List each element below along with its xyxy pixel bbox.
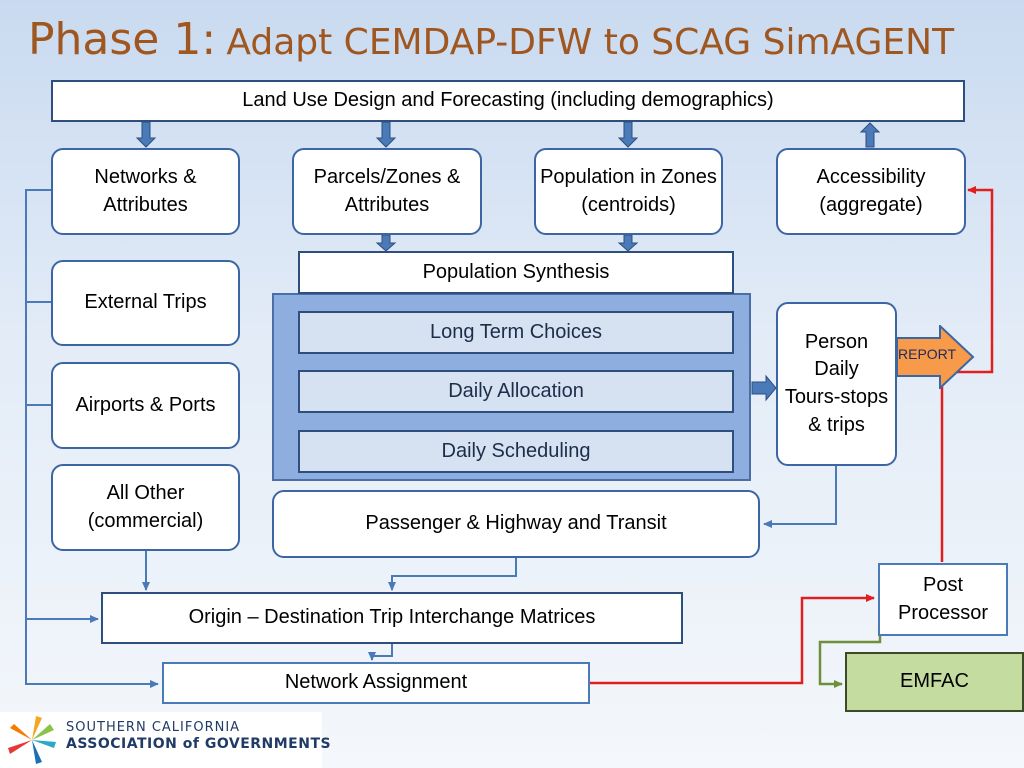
population-zones-label: Population in Zones (centroids) xyxy=(540,165,717,216)
population-synthesis-label: Population Synthesis xyxy=(422,260,610,283)
od-matrices-label: Origin – Destination Trip Interchange Ma… xyxy=(188,606,596,629)
networks-label: Networks & Attributes xyxy=(94,165,197,216)
population-synthesis-box: Population Synthesis xyxy=(298,251,734,294)
arrow-to-person-daily xyxy=(751,374,777,402)
person-daily-label: Person Daily Tours-stops & trips xyxy=(784,330,889,436)
daily-scheduling-label: Daily Scheduling xyxy=(441,439,591,462)
network-assignment-label: Network Assignment xyxy=(284,671,468,694)
airports-label: Airports & Ports xyxy=(75,393,216,416)
external-trips-label: External Trips xyxy=(84,291,207,314)
post-processor-box: Post Processor xyxy=(878,563,1008,636)
page-title: Phase 1: Adapt CEMDAP-DFW to SCAG SimAGE… xyxy=(28,14,954,65)
land-use-label: Land Use Design and Forecasting (includi… xyxy=(242,89,774,112)
scag-logo xyxy=(0,712,322,768)
parcels-box: Parcels/Zones & Attributes xyxy=(292,148,482,235)
post-processor-label: Post Processor xyxy=(897,573,989,624)
parcels-label: Parcels/Zones & Attributes xyxy=(313,165,461,216)
left-bus-lines xyxy=(25,189,837,688)
passenger-box: Passenger & Highway and Transit xyxy=(272,490,760,558)
network-assignment-box: Network Assignment xyxy=(162,662,590,704)
title-phase: Phase 1: xyxy=(28,14,217,65)
emfac-box: EMFAC xyxy=(845,652,1024,712)
title-subtitle: Adapt CEMDAP-DFW to SCAG SimAGENT xyxy=(226,22,955,63)
daily-allocation-box: Daily Allocation xyxy=(298,370,734,413)
green-line xyxy=(818,636,882,688)
all-other-label: All Other (commercial) xyxy=(87,481,204,532)
thick-arrows-land-use xyxy=(135,121,881,148)
accessibility-label: Accessibility (aggregate) xyxy=(816,165,926,216)
population-zones-box: Population in Zones (centroids) xyxy=(534,148,723,235)
land-use-box: Land Use Design and Forecasting (includi… xyxy=(51,80,965,122)
external-trips-box: External Trips xyxy=(51,260,240,346)
daily-allocation-label: Daily Allocation xyxy=(448,379,584,402)
red-lines xyxy=(590,186,994,685)
report-label: REPORT xyxy=(898,346,957,362)
scag-logo-icon xyxy=(8,716,56,764)
person-daily-box: Person Daily Tours-stops & trips xyxy=(776,302,897,466)
report-arrow-icon xyxy=(896,325,975,389)
long-term-choices-box: Long Term Choices xyxy=(298,311,734,354)
daily-scheduling-box: Daily Scheduling xyxy=(298,430,734,473)
all-other-box: All Other (commercial) xyxy=(51,464,240,551)
emfac-label: EMFAC xyxy=(900,670,969,693)
passenger-label: Passenger & Highway and Transit xyxy=(365,512,667,535)
thick-arrows-synthesis xyxy=(375,234,639,252)
logo-text-line1: SOUTHERN CALIFORNIA xyxy=(66,720,241,735)
accessibility-box: Accessibility (aggregate) xyxy=(776,148,966,235)
long-term-choices-label: Long Term Choices xyxy=(430,320,602,343)
logo-text-line2: ASSOCIATION of GOVERNMENTS xyxy=(66,736,332,752)
od-matrices-box: Origin – Destination Trip Interchange Ma… xyxy=(101,592,683,644)
networks-box: Networks & Attributes xyxy=(51,148,240,235)
airports-box: Airports & Ports xyxy=(51,362,240,449)
